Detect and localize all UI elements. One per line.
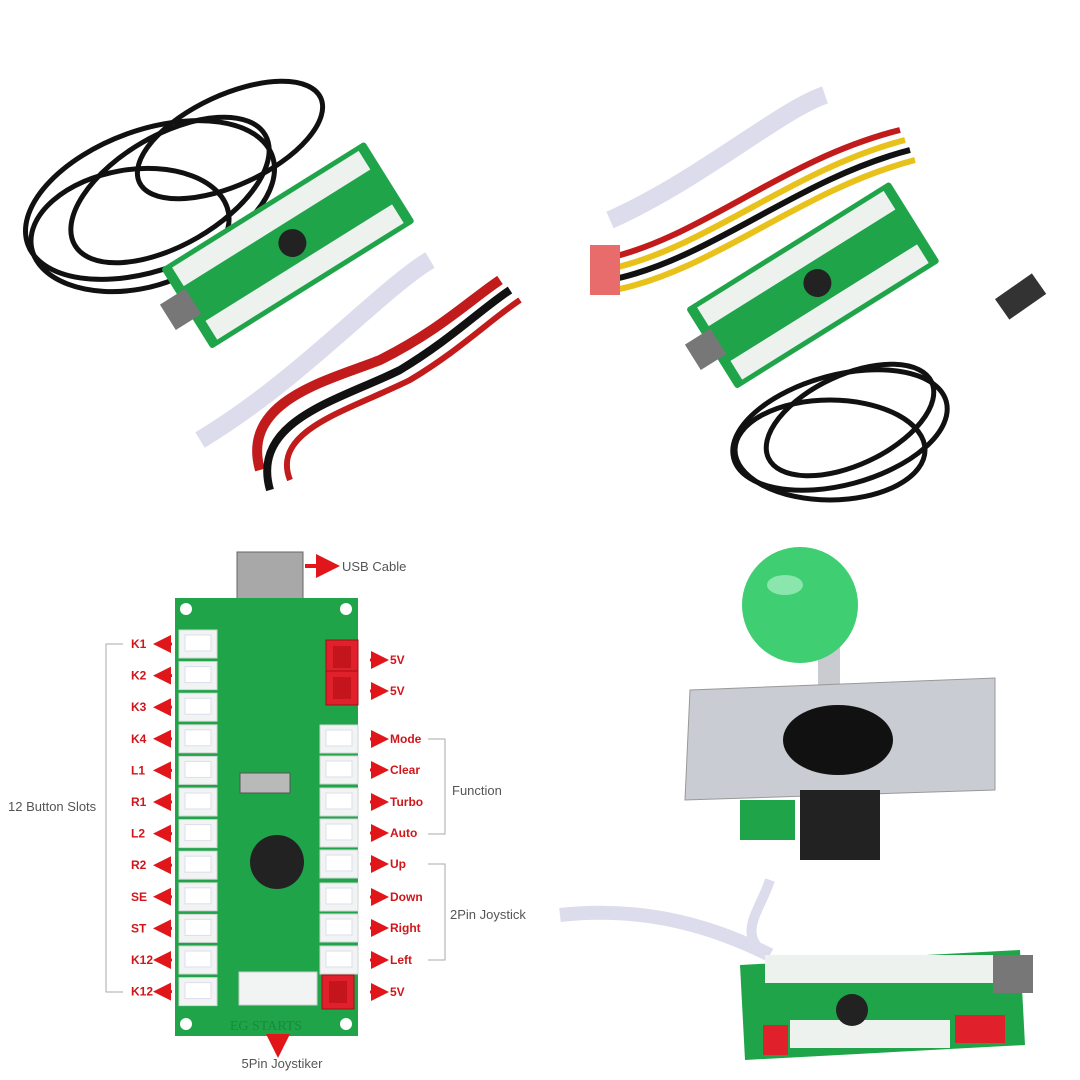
photo-joystick [559,547,1033,1060]
button-connector [178,755,218,785]
encoder-board-1 [159,142,414,348]
board-silkscreen: EG STARTS [230,1019,302,1034]
function-connector [319,849,359,879]
red-housings [590,245,620,295]
button-connector [178,692,218,722]
5pin-connector [238,971,318,1006]
right-label: Mode [390,732,422,746]
left-bracket [105,643,123,993]
function-connector [319,913,359,943]
right-label: Clear [390,763,420,777]
photo-kit-2 [590,86,1047,503]
button-connector [178,977,218,1007]
joystick-label: 2Pin Joystick [450,907,526,922]
left-label: R1 [131,795,147,809]
function-connector [319,755,359,785]
right-label: Auto [390,826,417,840]
button-connector [178,882,218,912]
function-label: Function [452,783,502,798]
right-label: Right [390,921,421,935]
function-connector [319,724,359,754]
harness-ribbon-2 [606,86,829,229]
dust-washer [783,705,893,775]
left-label: K4 [131,732,147,746]
power-connector [325,639,359,675]
button-connector [178,850,218,880]
left-label: SE [131,890,147,904]
right-label: 5V [390,684,405,698]
button-slots-label: 12 Button Slots [8,799,97,814]
right-label: 5V [390,653,405,667]
left-label: R2 [131,858,147,872]
board-diagram: EG STARTS K1K2K3K4L1R1L2R2SESTK12K125V5V… [8,551,526,1071]
button-connector [178,661,218,691]
right-label: Left [390,953,412,967]
joystick-housing [800,790,880,860]
left-label: K12 [131,953,153,967]
left-label: K2 [131,669,147,683]
5pin-label: 5Pin Joystiker [242,1056,324,1071]
harness-2 [599,127,916,293]
function-connector [319,945,359,975]
joystick-bracket [428,863,446,961]
right-label: Up [390,857,406,871]
usb-cable-coil-2 [730,361,950,503]
usb-plug [995,273,1047,320]
joystick-pcb [740,800,795,840]
button-connector [178,913,218,943]
usb-b-port-3 [993,955,1033,993]
right-label: Down [390,890,423,904]
button-connector [178,787,218,817]
left-label: K12 [131,985,153,999]
harness-1 [195,252,522,492]
button-connector [178,724,218,754]
left-label: K3 [131,700,147,714]
button-connector [178,945,218,975]
left-label: K1 [131,637,147,651]
function-connector [319,787,359,817]
right-label: Turbo [390,795,423,809]
button-connector [178,629,218,659]
ribbon-cable [559,905,774,962]
crystal [239,772,291,794]
power-connector [321,974,355,1010]
photo-kit-1 [23,78,522,492]
function-connector [319,882,359,912]
chip-blob [250,835,304,889]
power-connector [325,670,359,706]
green-ball-top [742,547,858,663]
encoder-board-2 [684,182,939,388]
left-label: L1 [131,763,145,777]
left-label: L2 [131,827,145,841]
button-connector [178,819,218,849]
left-label: ST [131,921,147,935]
right-label: 5V [390,985,405,999]
usb-cable-label: USB Cable [342,559,406,574]
function-bracket [428,738,446,835]
function-connector [319,818,359,848]
